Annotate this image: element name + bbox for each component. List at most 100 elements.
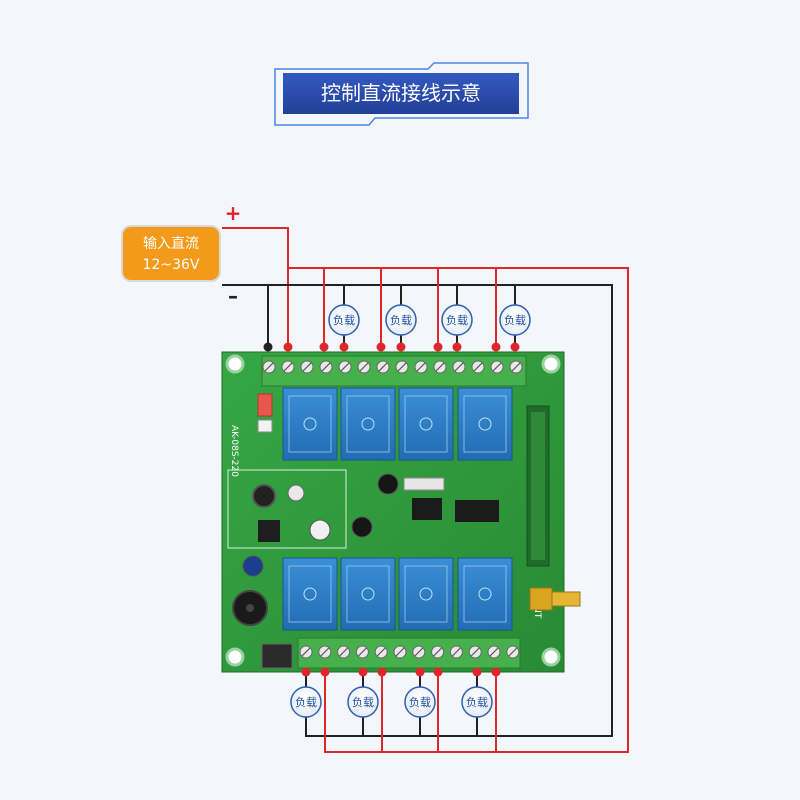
rf-module-face — [531, 412, 545, 560]
screw-slot — [302, 362, 312, 372]
screw-slot — [376, 647, 386, 657]
load-symbol — [347, 686, 379, 718]
screw-slot — [492, 362, 502, 372]
relay-label-frame — [288, 565, 332, 623]
mounting-hole — [225, 647, 245, 667]
relay — [340, 557, 396, 631]
positive-feed-wire — [222, 227, 289, 347]
page-title: 控制直流接线示意 — [321, 81, 481, 105]
load-symbol — [441, 304, 473, 336]
mounting-hole — [225, 354, 245, 374]
sma-barrel — [551, 591, 581, 607]
fuse — [257, 393, 273, 417]
power-inductor — [258, 520, 280, 542]
header-banner — [283, 73, 519, 114]
relay — [282, 387, 338, 461]
relays — [282, 387, 513, 631]
screw-slot — [359, 362, 369, 372]
load-symbol — [499, 304, 531, 336]
relay-logo — [478, 587, 492, 601]
wire-terminal-dot — [433, 342, 443, 352]
plus-sign: + — [225, 201, 242, 225]
relay — [282, 557, 338, 631]
capacitor — [377, 473, 399, 495]
wire-terminal-dot — [358, 667, 368, 677]
load-label: 负载 — [466, 695, 488, 709]
wire-terminal-dot — [491, 667, 501, 677]
load-label: 负载 — [504, 313, 526, 327]
loads: 负载负载负载负载负载负载负载负载 — [290, 304, 531, 718]
load-label: 负载 — [409, 695, 431, 709]
antenna-connector — [529, 587, 581, 611]
wire-terminal-dot — [319, 342, 329, 352]
load-label: 负载 — [333, 313, 355, 327]
learn-button — [261, 643, 293, 669]
screw-slot — [340, 362, 350, 372]
relay-logo — [303, 417, 317, 431]
capacitor — [351, 516, 373, 538]
load-symbol — [290, 686, 322, 718]
screw-slot — [473, 362, 483, 372]
top-terminal-block — [261, 355, 527, 387]
wire-terminal-dot — [263, 342, 273, 352]
wire-terminal-dot — [377, 667, 387, 677]
screw-slot — [508, 647, 518, 657]
header: 控制直流接线示意 — [274, 62, 529, 126]
wire-terminal-dot — [433, 667, 443, 677]
relay-logo — [419, 587, 433, 601]
mounting-hole — [541, 647, 561, 667]
terminal-strip — [261, 355, 527, 387]
relay — [340, 387, 396, 461]
relay-logo — [361, 587, 375, 601]
load-label: 负载 — [446, 313, 468, 327]
relay — [457, 387, 513, 461]
wiring — [222, 227, 629, 753]
relay-label-frame — [346, 395, 390, 453]
relay-logo — [303, 587, 317, 601]
wire-terminal-dot — [472, 667, 482, 677]
wire-terminal-dot — [283, 342, 293, 352]
screw-slot — [395, 647, 405, 657]
minus-sign: – — [228, 284, 238, 308]
screw-slot — [416, 362, 426, 372]
load-label: 负载 — [390, 313, 412, 327]
rf-receiver-module: ANT — [526, 405, 550, 619]
relay-label-frame — [288, 395, 332, 453]
relay-label-frame — [463, 395, 507, 453]
wire-terminal-dot — [491, 342, 501, 352]
dip-component — [403, 477, 445, 491]
capacitor — [309, 519, 331, 541]
screw-slot — [264, 362, 274, 372]
relay-label-frame — [404, 395, 448, 453]
microcontroller-chip — [412, 498, 442, 520]
wire-terminal-dot — [320, 667, 330, 677]
screw-slot — [470, 647, 480, 657]
relay-board: AK-08S-220 ANT — [221, 351, 581, 673]
screw-slot — [357, 647, 367, 657]
screw-slot — [435, 362, 445, 372]
relay — [398, 557, 454, 631]
screw-slot — [397, 362, 407, 372]
terminal-strip — [297, 637, 521, 669]
power-badge — [121, 225, 221, 282]
electronics: AK-08S-220 — [227, 393, 499, 626]
screw-slot — [489, 647, 499, 657]
screw-slot — [321, 362, 331, 372]
relay-label-frame — [463, 565, 507, 623]
load-label: 负载 — [295, 695, 317, 709]
power-input: 输入直流 12~36V + – — [121, 201, 242, 308]
mounting-holes — [225, 354, 561, 667]
capacitor — [242, 555, 264, 577]
load-symbol — [328, 304, 360, 336]
wire-terminal-dot — [396, 342, 406, 352]
wire-terminal-dot — [301, 667, 311, 677]
board-model: AK-08S-220 — [229, 425, 239, 477]
relay — [457, 557, 513, 631]
screw-slot — [378, 362, 388, 372]
led-indicator — [257, 419, 273, 433]
mounting-hole — [541, 354, 561, 374]
sma-base — [529, 587, 553, 611]
header-frame — [274, 62, 529, 126]
power-label-line1: 输入直流 — [143, 235, 199, 252]
